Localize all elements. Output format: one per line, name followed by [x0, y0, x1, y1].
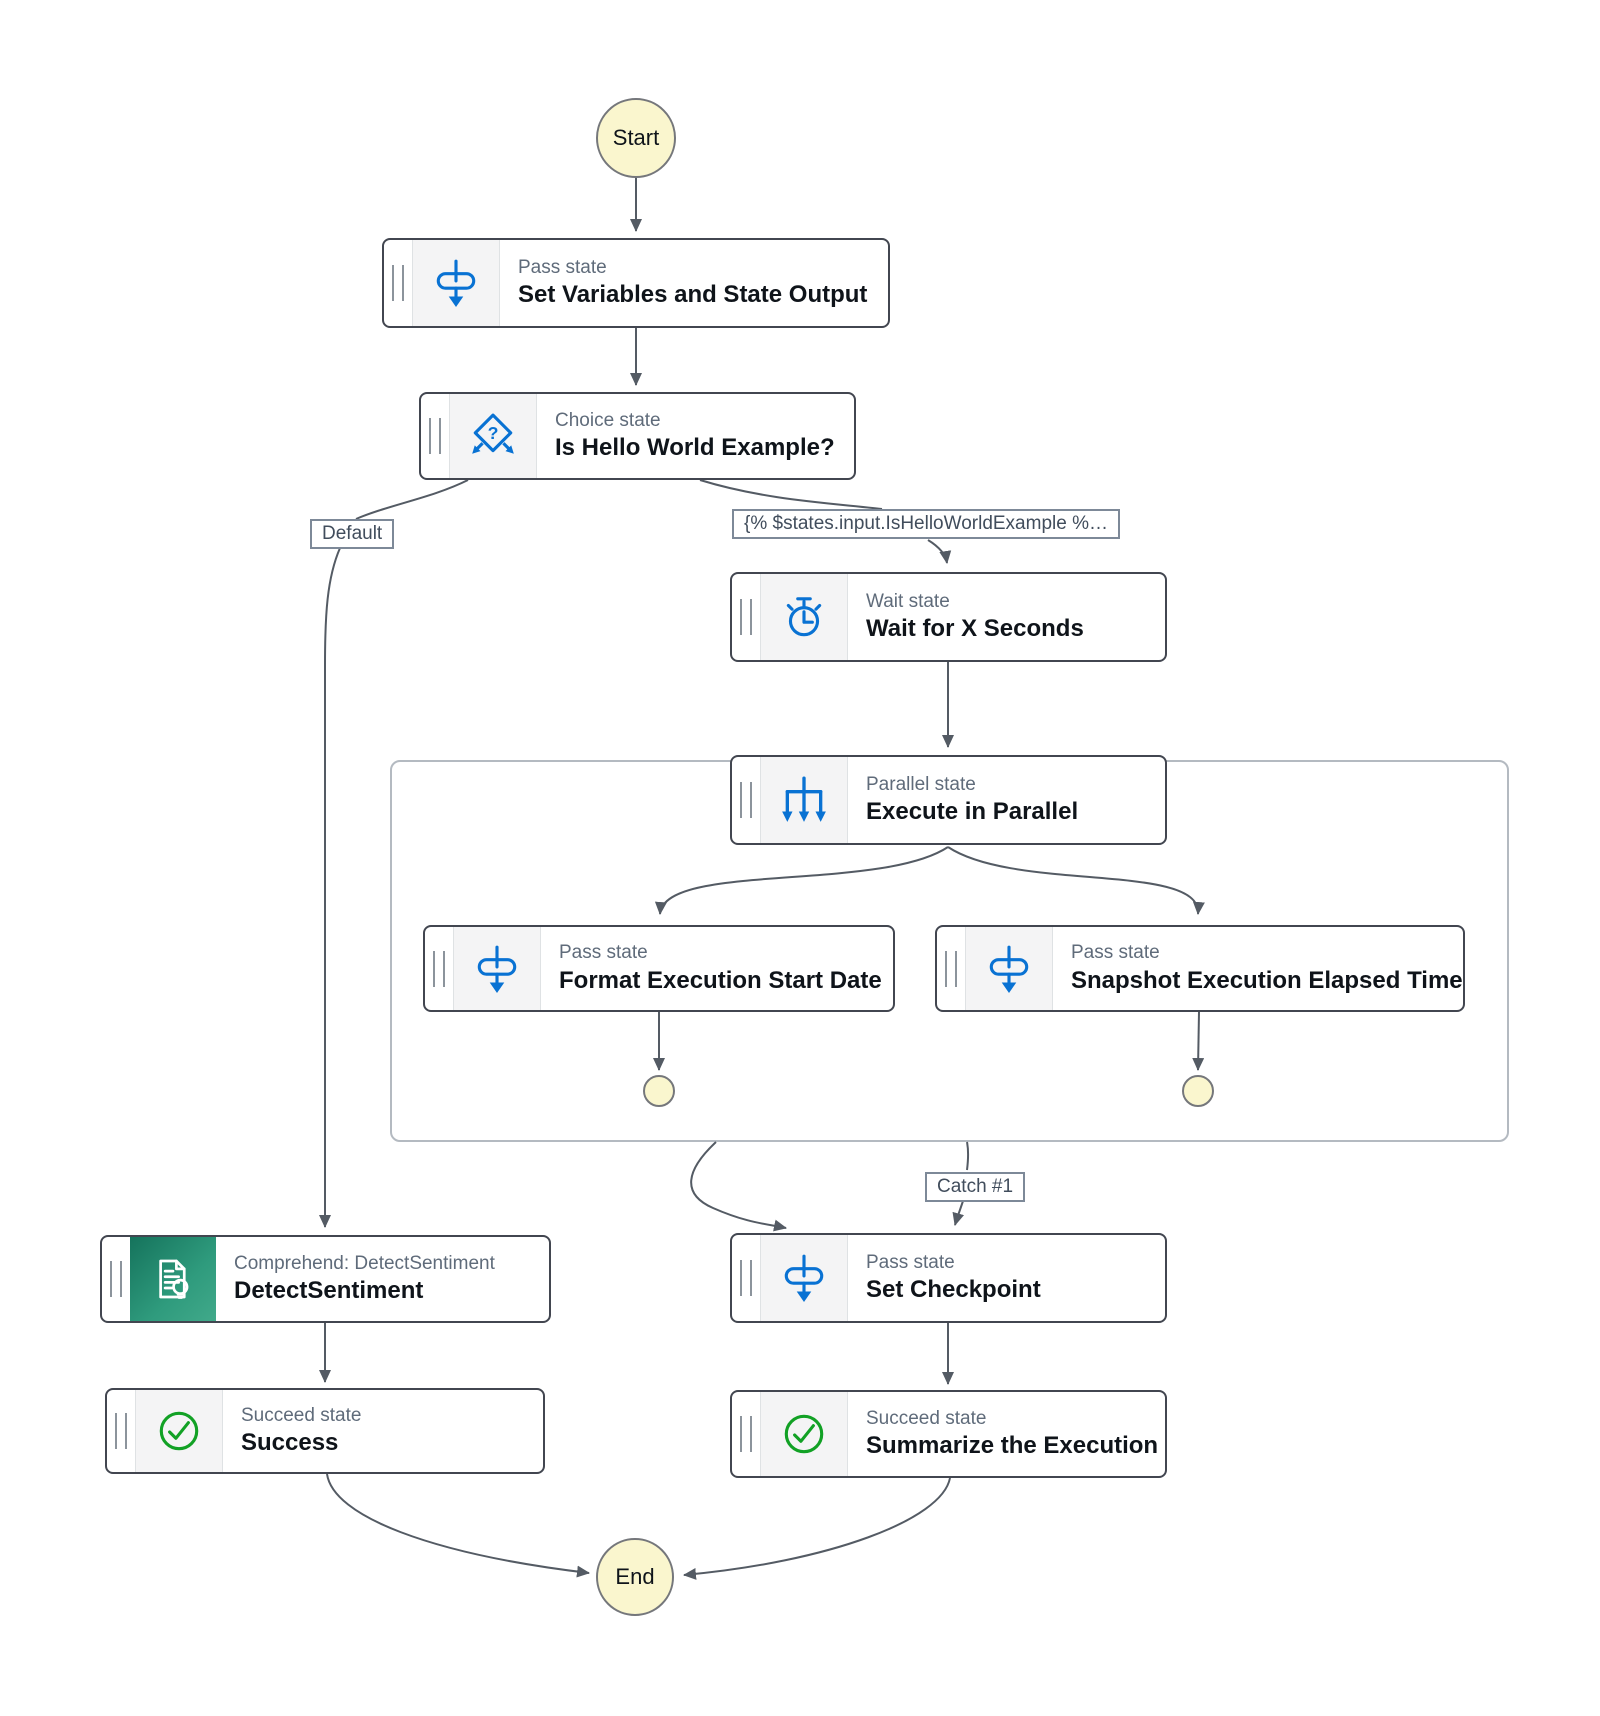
format-date-branch-terminal [643, 1075, 675, 1107]
state-title: Execute in Parallel [866, 798, 1079, 826]
state-type-label: Succeed state [241, 1404, 362, 1426]
state-type-label: Pass state [559, 942, 648, 964]
start-terminal: Start [596, 98, 676, 178]
drag-handle-icon[interactable] [732, 757, 760, 843]
state-set-checkpoint[interactable]: Pass state Set Checkpoint [730, 1233, 1167, 1323]
state-title: Summarize the Execution [866, 1432, 1159, 1460]
state-type-label: Pass state [1071, 942, 1160, 964]
comprehend-icon [130, 1237, 216, 1321]
state-title: Set Checkpoint [866, 1276, 1041, 1304]
end-terminal-label: End [615, 1564, 655, 1589]
parallel-icon [760, 757, 848, 843]
state-type-label: Choice state [555, 409, 661, 431]
state-title: Success [241, 1429, 339, 1457]
pass-icon [965, 927, 1053, 1010]
state-title: Is Hello World Example? [555, 434, 835, 462]
drag-handle-icon[interactable] [732, 1392, 760, 1476]
edge-parallel-to-snapshot-time [947, 846, 1205, 915]
state-is-hello-world[interactable]: Choice state Is Hello World Example? [419, 392, 856, 480]
edge-label-default: Default [310, 519, 395, 549]
drag-handle-icon[interactable] [107, 1390, 135, 1472]
pass-icon [412, 240, 500, 326]
edge-summarize-to-end [683, 1477, 951, 1580]
edge-label-catch: Catch #1 [925, 1172, 1026, 1202]
edge-container-to-set-checkpoint [690, 1141, 787, 1232]
state-title: Format Execution Start Date [559, 966, 882, 994]
state-title: Set Variables and State Output [518, 281, 868, 309]
edge-success-to-end [326, 1473, 590, 1578]
pass-icon [760, 1235, 848, 1321]
start-terminal-label: Start [612, 125, 660, 150]
edge-container-to-catch-label [966, 1141, 970, 1171]
state-summarize[interactable]: Succeed state Summarize the Execution [730, 1390, 1167, 1478]
pass-icon [453, 927, 541, 1010]
state-snapshot-time[interactable]: Pass state Snapshot Execution Elapsed Ti… [935, 925, 1465, 1012]
snapshot-time-branch-terminal [1182, 1075, 1214, 1107]
edge-parallel-to-format-date [654, 846, 949, 915]
succeed-icon [135, 1390, 223, 1472]
wait-icon [760, 574, 848, 660]
drag-handle-icon[interactable] [937, 927, 965, 1010]
drag-handle-icon[interactable] [421, 394, 449, 478]
state-type-label: Comprehend: DetectSentiment [234, 1252, 495, 1274]
state-detect-sentiment[interactable]: Comprehend: DetectSentiment DetectSentim… [100, 1235, 551, 1323]
state-format-date[interactable]: Pass state Format Execution Start Date [423, 925, 895, 1012]
edge-catch-to-set-checkpoint [952, 1200, 965, 1226]
drag-handle-icon[interactable] [732, 574, 760, 660]
state-wait-x-seconds[interactable]: Wait state Wait for X Seconds [730, 572, 1167, 662]
state-success[interactable]: Succeed state Success [105, 1388, 545, 1474]
edge-choice-to-default-label [355, 479, 469, 520]
state-type-label: Parallel state [866, 773, 976, 795]
state-title: Wait for X Seconds [866, 615, 1084, 643]
edge-rule-to-wait [927, 539, 952, 564]
state-title: Snapshot Execution Elapsed Time [1071, 966, 1463, 994]
state-type-label: Wait state [866, 590, 950, 612]
state-type-label: Succeed state [866, 1407, 987, 1429]
drag-handle-icon[interactable] [384, 240, 412, 326]
state-title: DetectSentiment [234, 1277, 424, 1305]
edge-label-choice-rule: {% $states.input.IsHelloWorldExample %… [732, 509, 1120, 539]
choice-icon [449, 394, 537, 478]
edge-choice-to-rule-label [699, 479, 883, 510]
edge-snapshot-time-to-terminal [1192, 1011, 1205, 1071]
state-execute-parallel[interactable]: Parallel state Execute in Parallel [730, 755, 1167, 845]
edge-default-to-detect-sentiment [319, 547, 341, 1228]
end-terminal: End [596, 1538, 674, 1616]
succeed-icon [760, 1392, 848, 1476]
state-type-label: Pass state [866, 1251, 955, 1273]
state-set-variables[interactable]: Pass state Set Variables and State Outpu… [382, 238, 890, 328]
state-type-label: Pass state [518, 256, 607, 278]
drag-handle-icon[interactable] [732, 1235, 760, 1321]
drag-handle-icon[interactable] [425, 927, 453, 1010]
drag-handle-icon[interactable] [102, 1237, 130, 1321]
